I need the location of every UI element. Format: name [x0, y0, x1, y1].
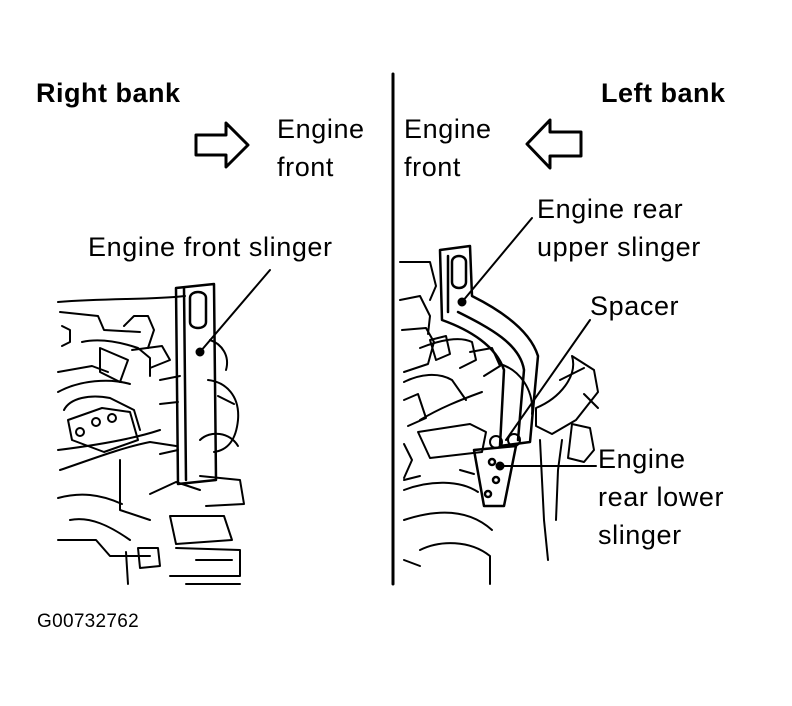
left-bank-title: Left bank: [601, 78, 726, 108]
figure-code: G00732762: [37, 611, 140, 632]
spacer-leader: [505, 319, 591, 441]
right-engine-front-label: Engine front: [277, 110, 365, 186]
engine-rear-lower-slinger-part: [472, 444, 518, 508]
left-engine-front-label: Engine front: [404, 110, 492, 186]
right-bank-engine-illustration: [57, 295, 245, 585]
right-engine-front-line2: front: [277, 152, 335, 182]
rear-upper-slinger-line2: upper slinger: [537, 232, 701, 262]
front-slinger-leader: [199, 269, 271, 353]
rear-upper-slinger-leader: [461, 217, 533, 303]
spacer-label: Spacer: [590, 291, 680, 321]
engine-rear-upper-slinger-part: [438, 244, 540, 448]
engine-rear-lower-slinger-label: Engine rear lower slinger: [598, 440, 724, 554]
rear-lower-slinger-line1: Engine: [598, 444, 686, 474]
rear-lower-slinger-line3: slinger: [598, 520, 682, 550]
hollow-right-arrow-icon: [194, 121, 250, 169]
rear-lower-slinger-line2: rear lower: [598, 482, 725, 512]
left-engine-front-line1: Engine: [404, 114, 492, 144]
right-engine-front-line1: Engine: [277, 114, 365, 144]
hollow-left-arrow-icon: [525, 118, 583, 170]
engine-front-slinger-label: Engine front slinger: [88, 232, 333, 262]
engine-front-slinger-part: [174, 282, 218, 486]
right-bank-title: Right bank: [36, 78, 181, 108]
engine-rear-upper-slinger-label: Engine rear upper slinger: [537, 190, 701, 266]
left-engine-front-line2: front: [404, 152, 462, 182]
rear-upper-slinger-line1: Engine rear: [537, 194, 684, 224]
